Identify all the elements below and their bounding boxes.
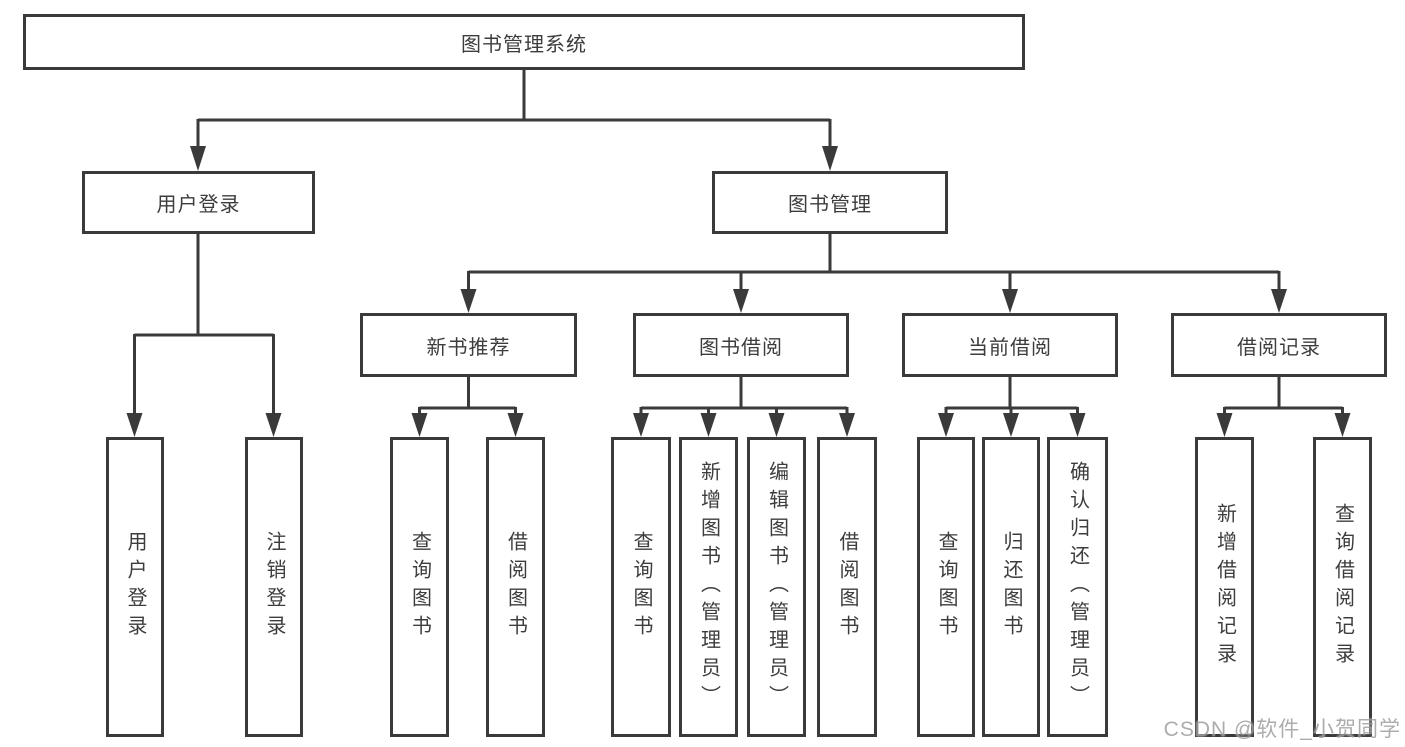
leaf-add-books-admin: 新增图书（管理员） — [679, 437, 738, 737]
node-new-book-recommendation: 新书推荐 — [360, 313, 577, 377]
leaf-edit-books-admin: 编辑图书（管理员） — [747, 437, 806, 737]
leaf-label: 用户登录 — [124, 531, 146, 643]
node-label: 图书借阅 — [699, 336, 783, 359]
leaf-borrow-books-borrowing: 借阅图书 — [817, 437, 877, 737]
node-label: 用户登录 — [156, 194, 241, 216]
leaf-label: 查询图书 — [935, 531, 957, 643]
node-label: 借阅记录 — [1237, 336, 1321, 359]
leaf-label: 注销登录 — [263, 531, 285, 643]
node-borrowing-records: 借阅记录 — [1171, 313, 1387, 377]
node-label: 图书管理 — [788, 194, 872, 216]
node-book-management: 图书管理 — [712, 171, 948, 234]
node-book-borrowing: 图书借阅 — [633, 313, 849, 377]
node-current-borrowing: 当前借阅 — [902, 313, 1118, 377]
leaf-label: 查询图书 — [408, 531, 431, 643]
leaf-user-login: 用户登录 — [106, 437, 164, 737]
watermark: CSDN @软件_小贺同学 — [1163, 718, 1401, 741]
node-library-management-system: 图书管理系统 — [23, 14, 1025, 70]
leaf-label: 借阅图书 — [836, 531, 858, 643]
leaf-logout-login: 注销登录 — [245, 437, 303, 737]
leaf-query-books-current: 查询图书 — [917, 437, 975, 737]
leaf-query-books-borrowing: 查询图书 — [611, 437, 671, 737]
node-label: 当前借阅 — [968, 336, 1052, 359]
node-user-login: 用户登录 — [82, 171, 315, 234]
leaf-label: 查询图书 — [630, 531, 652, 643]
leaf-label: 新增借阅记录 — [1213, 503, 1236, 671]
leaf-add-borrowing-record: 新增借阅记录 — [1195, 437, 1254, 737]
node-label: 图书管理系统 — [461, 33, 587, 56]
leaf-label: 确认归还（管理员） — [1066, 461, 1089, 713]
leaf-query-books-recommend: 查询图书 — [390, 437, 449, 737]
leaf-label: 归还图书 — [1000, 531, 1022, 643]
leaf-return-books: 归还图书 — [982, 437, 1040, 737]
node-label: 新书推荐 — [426, 336, 511, 359]
leaf-label: 查询借阅记录 — [1331, 503, 1354, 671]
leaf-confirm-return-admin: 确认归还（管理员） — [1047, 437, 1108, 737]
leaf-label: 新增图书（管理员） — [697, 461, 720, 713]
arrowhead-icons — [126, 146, 1351, 437]
leaf-query-borrowing-record: 查询借阅记录 — [1313, 437, 1372, 737]
leaf-label: 编辑图书（管理员） — [765, 461, 788, 713]
leaf-label: 借阅图书 — [504, 531, 527, 643]
leaf-borrow-books-recommend: 借阅图书 — [486, 437, 545, 737]
